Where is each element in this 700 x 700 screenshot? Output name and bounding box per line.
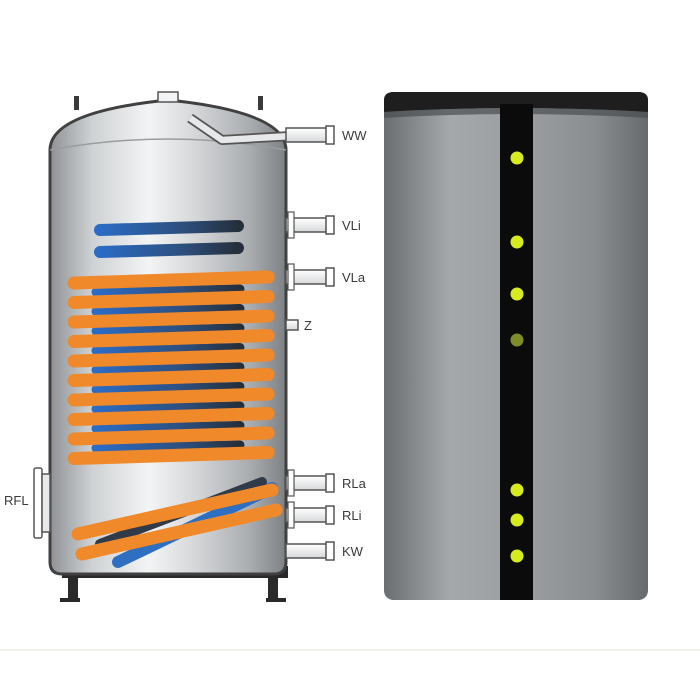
sensor-dots bbox=[510, 151, 524, 563]
heat-coil-turn bbox=[67, 426, 275, 446]
sensor-dot bbox=[510, 287, 524, 301]
sensor-dot bbox=[510, 151, 524, 165]
label-rfl: RFL bbox=[4, 493, 29, 508]
water-coil-turn bbox=[91, 343, 245, 355]
water-coil-turn bbox=[91, 421, 245, 433]
heat-coil-turn bbox=[67, 446, 275, 465]
water-coil-turn bbox=[91, 440, 245, 453]
sensor-dot bbox=[510, 333, 524, 347]
heat-coil-turn bbox=[67, 348, 275, 368]
label-vli: VLi bbox=[342, 218, 361, 233]
pipe-z bbox=[285, 319, 299, 331]
label-kw: KW bbox=[342, 544, 364, 559]
pipe-rla bbox=[285, 469, 335, 497]
sensor-dot bbox=[510, 483, 524, 497]
heat-coil-turn bbox=[67, 290, 275, 309]
top-fitting bbox=[157, 91, 179, 103]
connection-labels: WW VLi VLa Z RLa RLi KW RFL bbox=[4, 128, 367, 559]
sensor-dot bbox=[510, 549, 524, 563]
pipe-ww bbox=[285, 125, 335, 145]
sensor-dot bbox=[510, 235, 524, 249]
water-coil-turn bbox=[91, 304, 245, 316]
pipe-vli bbox=[285, 211, 335, 239]
heat-coil-turn bbox=[67, 309, 275, 329]
cutaway-tank: WW VLi VLa Z RLa RLi KW RFL bbox=[4, 91, 367, 602]
rfl-flange bbox=[33, 467, 51, 539]
water-coil-turn bbox=[91, 362, 245, 375]
label-ww: WW bbox=[342, 128, 367, 143]
heat-coil-turn bbox=[67, 270, 275, 290]
water-coil-turn bbox=[91, 401, 245, 414]
label-rla: RLa bbox=[342, 476, 367, 491]
heat-coil-turn bbox=[67, 407, 275, 426]
water-coil-turn bbox=[91, 284, 245, 297]
label-z: Z bbox=[304, 318, 312, 333]
tank-lid bbox=[384, 92, 648, 112]
lifting-lug bbox=[74, 96, 79, 110]
water-coil-turn bbox=[91, 382, 245, 394]
insulated-tank bbox=[384, 92, 648, 600]
heat-coil-turn bbox=[67, 387, 275, 407]
water-coil-turn bbox=[94, 220, 244, 236]
pipe-kw bbox=[285, 541, 335, 561]
pipe-vla bbox=[285, 263, 335, 291]
label-vla: VLa bbox=[342, 270, 366, 285]
lifting-lug bbox=[258, 96, 263, 110]
heat-coil-turn bbox=[67, 368, 275, 387]
heat-coil-turn bbox=[67, 329, 275, 348]
upper-heat-coil bbox=[67, 220, 275, 465]
label-rli: RLi bbox=[342, 508, 362, 523]
sensor-dot bbox=[510, 513, 524, 527]
pipe-rli bbox=[285, 501, 335, 529]
connection-pipes bbox=[285, 125, 335, 561]
lower-heat-coil bbox=[71, 477, 283, 568]
water-coil-turn bbox=[91, 323, 245, 336]
water-coil-turn bbox=[94, 242, 244, 258]
